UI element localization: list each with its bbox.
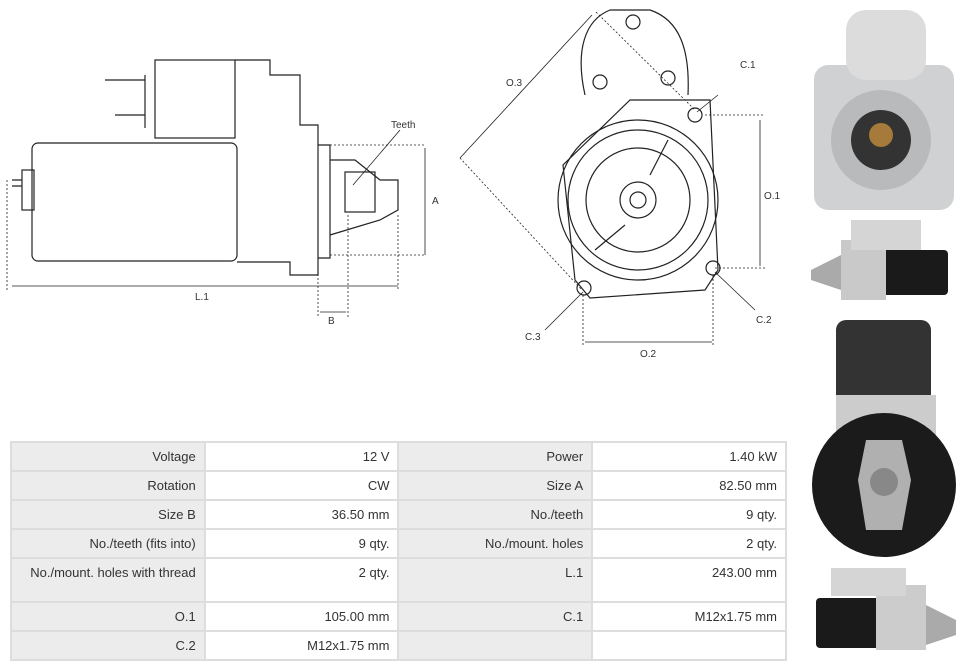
label-o2: O.2 [640, 349, 657, 360]
photo-side-2 [816, 568, 956, 650]
spec-value: CW [203, 470, 400, 501]
technical-drawing: Teeth A B L.1 O.1 O.2 O.3 C.1 C.2 C.3 [6, 9, 781, 360]
label-a: A [432, 196, 439, 207]
photo-front [814, 10, 954, 210]
spec-label: No./teeth [397, 499, 594, 530]
spec-value: 105.00 mm [203, 601, 400, 632]
label-c1: C.1 [740, 60, 756, 71]
spec-value [591, 630, 787, 661]
spec-value: 1.40 kW [591, 441, 787, 472]
spec-label: Voltage [10, 441, 206, 472]
spec-value: 9 qty. [591, 499, 787, 530]
spec-value: M12x1.75 mm [591, 601, 787, 632]
spec-label: Size A [397, 470, 594, 501]
spec-label: C.2 [10, 630, 206, 661]
side-view [12, 59, 399, 276]
spec-value: 9 qty. [203, 528, 400, 559]
spec-value: 243.00 mm [591, 557, 787, 603]
spec-label: C.1 [397, 601, 594, 632]
label-o3: O.3 [506, 78, 523, 89]
product-photos [811, 10, 956, 650]
spec-label: Size B [10, 499, 206, 530]
spec-label [397, 630, 594, 661]
label-o1: O.1 [764, 191, 781, 202]
spec-label: Rotation [10, 470, 206, 501]
front-view [557, 9, 721, 299]
spec-row: No./teeth (fits into)9 qty.No./mount. ho… [10, 528, 787, 559]
spec-value: 2 qty. [591, 528, 787, 559]
spec-label: No./teeth (fits into) [10, 528, 206, 559]
spec-label: O.1 [10, 601, 206, 632]
photo-rear [812, 320, 956, 557]
spec-label: L.1 [397, 557, 594, 603]
label-teeth: Teeth [391, 120, 415, 131]
label-b: B [328, 316, 335, 327]
photo-side [811, 220, 948, 300]
spec-label: No./mount. holes with thread [10, 557, 206, 603]
spec-value: 36.50 mm [203, 499, 400, 530]
label-c2: C.2 [756, 315, 772, 326]
spec-label: No./mount. holes [397, 528, 594, 559]
label-c3: C.3 [525, 332, 541, 343]
spec-value: M12x1.75 mm [203, 630, 400, 661]
spec-label: Power [397, 441, 594, 472]
spec-value: 2 qty. [203, 557, 400, 603]
spec-value: 12 V [203, 441, 400, 472]
spec-value: 82.50 mm [591, 470, 787, 501]
label-l1: L.1 [195, 292, 209, 303]
